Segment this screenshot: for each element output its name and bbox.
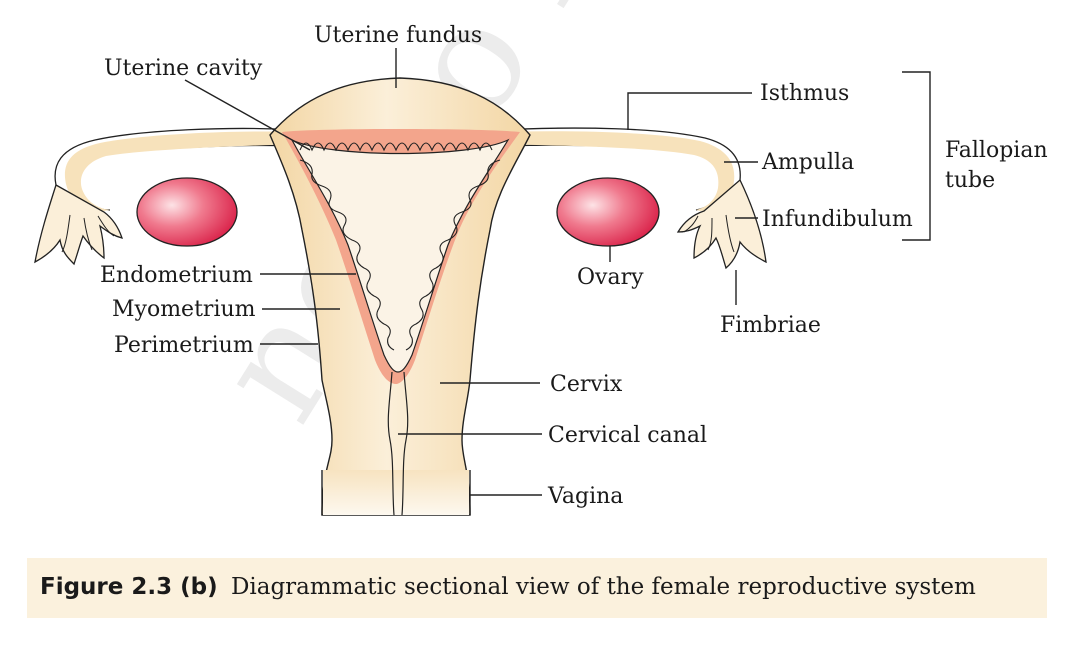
label-tube: tube bbox=[945, 168, 995, 193]
cervical-canal bbox=[387, 371, 395, 516]
label-ovary: Ovary bbox=[577, 265, 644, 290]
label-uterine-cavity: Uterine cavity bbox=[104, 56, 263, 81]
label-myometrium: Myometrium bbox=[112, 297, 256, 322]
label-cervical-canal: Cervical canal bbox=[548, 423, 707, 448]
label-vagina: Vagina bbox=[547, 484, 623, 509]
leader-lines bbox=[184, 48, 758, 496]
label-cervix: Cervix bbox=[550, 372, 623, 397]
caption-bar bbox=[27, 558, 1047, 618]
label-infundibulum: Infundibulum bbox=[762, 207, 913, 232]
left-fallopian-tube bbox=[34, 127, 301, 266]
figure-caption-text: Diagrammatic sectional view of the femal… bbox=[230, 574, 976, 600]
label-perimetrium: Perimetrium bbox=[114, 333, 254, 358]
right-fallopian-tube bbox=[499, 127, 767, 270]
figure-caption: Figure 2.3 (b) Diagrammatic sectional vi… bbox=[40, 574, 976, 600]
figure-number: Figure 2.3 (b) bbox=[40, 574, 218, 600]
label-ampulla: Ampulla bbox=[761, 150, 854, 175]
left-ovary bbox=[136, 177, 238, 247]
right-ovary bbox=[556, 177, 660, 247]
label-uterine-fundus: Uterine fundus bbox=[314, 23, 482, 48]
fallopian-bracket bbox=[902, 71, 931, 241]
uterine-cavity bbox=[290, 138, 510, 373]
label-fallopian: Fallopian bbox=[945, 138, 1048, 163]
label-fimbriae: Fimbriae bbox=[720, 313, 821, 338]
label-isthmus: Isthmus bbox=[760, 81, 849, 106]
label-endometrium: Endometrium bbox=[100, 263, 253, 288]
